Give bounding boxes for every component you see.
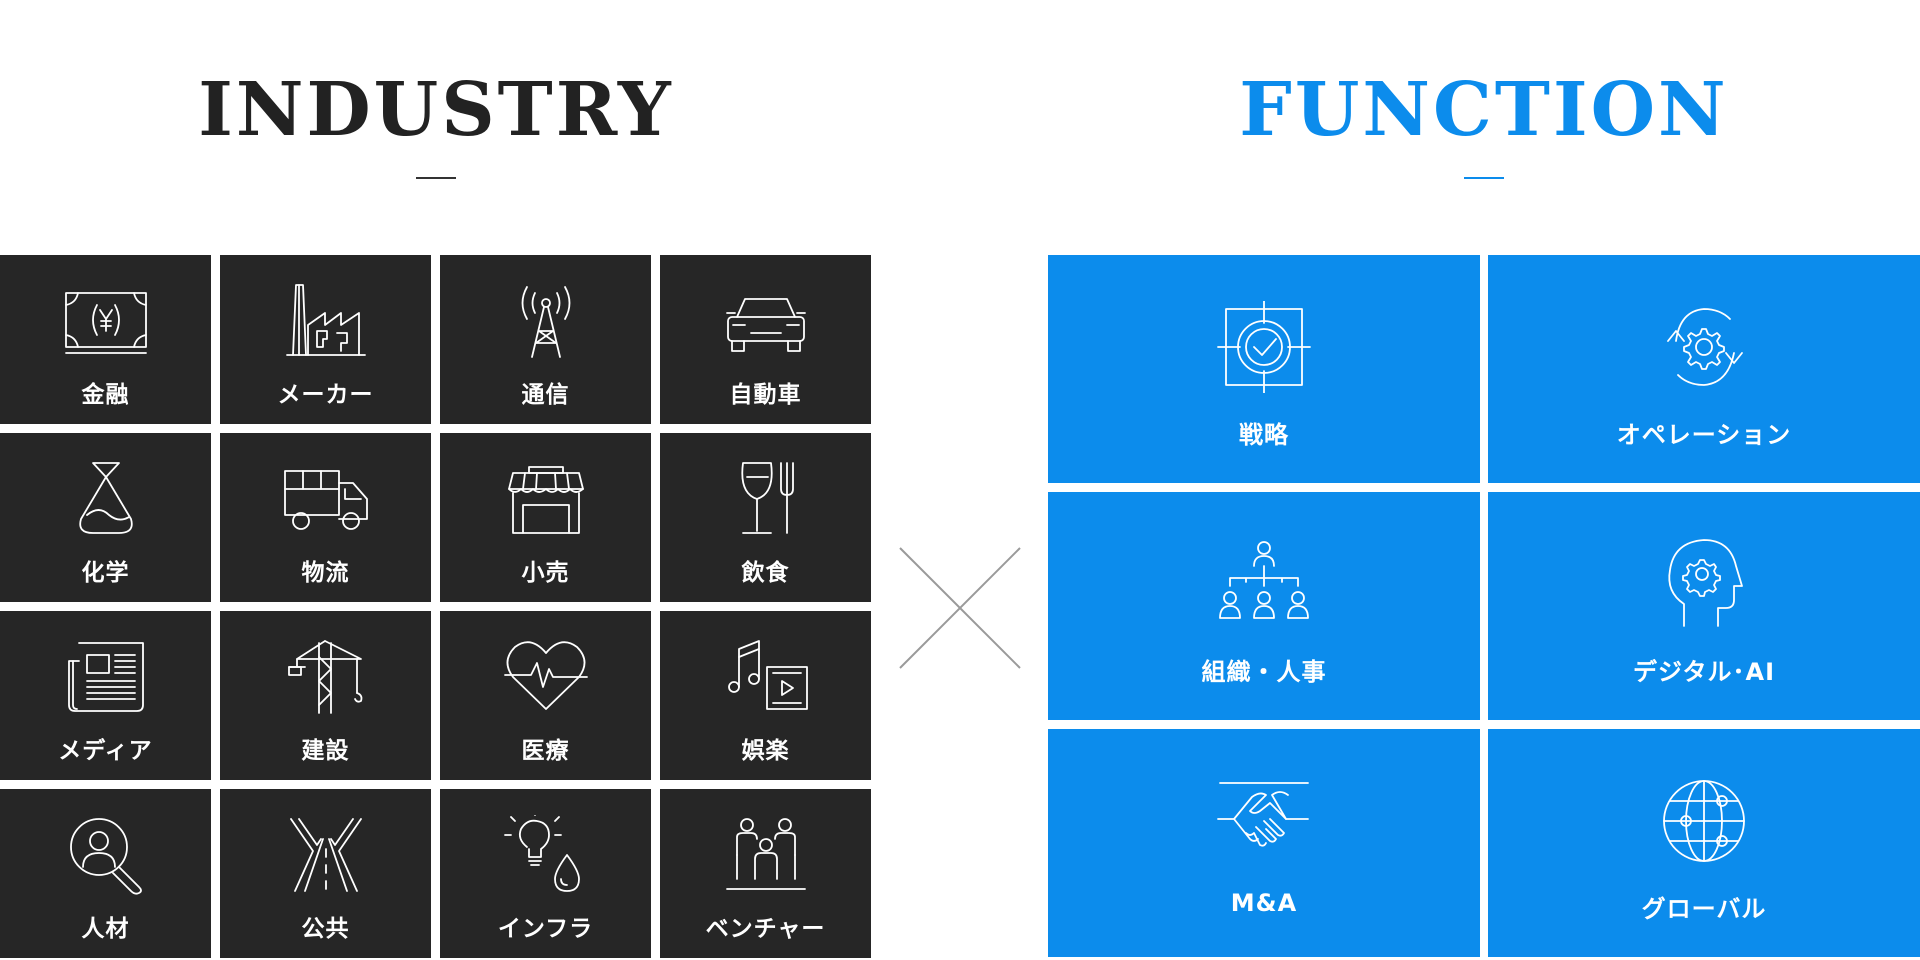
industry-tile-infrastructure[interactable]: インフラ	[440, 789, 651, 958]
industry-tile-retail[interactable]: 小売	[440, 433, 651, 602]
industry-tile-telecom[interactable]: 通信	[440, 255, 651, 424]
industry-tile-automotive[interactable]: 自動車	[660, 255, 871, 424]
org-chart-icon	[1216, 538, 1312, 630]
industry-tile-label: 医療	[521, 738, 570, 764]
function-grid: 戦略 オペレーション 組織・人事	[1048, 255, 1920, 960]
heartbeat-icon	[503, 637, 589, 717]
function-tile-label: 戦略	[1239, 421, 1289, 449]
gear-cycle-icon	[1656, 301, 1752, 393]
industry-heading: INDUSTRY	[198, 67, 674, 153]
function-tile-label: 組織・人事	[1201, 658, 1327, 686]
road-icon	[283, 815, 369, 895]
industry-tile-label: 飲食	[741, 560, 790, 586]
crane-icon	[283, 637, 369, 717]
industry-heading-underline	[416, 177, 456, 179]
function-heading-underline	[1464, 177, 1504, 179]
industry-tile-label: 建設	[301, 738, 350, 764]
industry-tile-public-sector[interactable]: 公共	[220, 789, 431, 958]
car-icon	[723, 281, 809, 361]
yen-banknote-icon	[63, 281, 149, 361]
industry-tile-media[interactable]: メディア	[0, 611, 211, 780]
handshake-icon	[1216, 775, 1312, 867]
antenna-tower-icon	[503, 281, 589, 361]
industry-tile-finance[interactable]: 金融	[0, 255, 211, 424]
industry-tile-construction[interactable]: 建設	[220, 611, 431, 780]
industry-tile-chemical[interactable]: 化学	[0, 433, 211, 602]
function-tile-operations[interactable]: オペレーション	[1488, 255, 1920, 483]
music-video-icon	[723, 637, 809, 717]
person-search-icon	[63, 815, 149, 895]
function-heading: FUNCTION	[1239, 67, 1729, 153]
industry-tile-venture[interactable]: ベンチャー	[660, 789, 871, 958]
industry-tile-label: ベンチャー	[705, 916, 826, 942]
cross-icon	[899, 547, 1021, 669]
industry-tile-label: 公共	[301, 916, 350, 942]
industry-tile-label: 化学	[81, 560, 130, 586]
storefront-icon	[503, 459, 589, 539]
function-tile-label: グローバル	[1641, 895, 1767, 923]
industry-tile-label: インフラ	[497, 916, 594, 942]
industry-tile-food-service[interactable]: 飲食	[660, 433, 871, 602]
industry-tile-label: 娯楽	[741, 738, 790, 764]
glass-fork-icon	[723, 459, 809, 539]
function-tile-digital-ai[interactable]: デジタル･AI	[1488, 492, 1920, 720]
globe-icon	[1656, 775, 1752, 867]
function-tile-m-and-a[interactable]: M&A	[1048, 729, 1480, 957]
industry-tile-healthcare[interactable]: 医療	[440, 611, 651, 780]
industry-tile-label: メーカー	[277, 382, 374, 408]
industry-tile-entertainment[interactable]: 娯楽	[660, 611, 871, 780]
bulb-water-icon	[503, 815, 589, 895]
target-check-icon	[1216, 301, 1312, 393]
head-gear-icon	[1656, 538, 1752, 630]
industry-tile-manufacturing[interactable]: メーカー	[220, 255, 431, 424]
truck-icon	[283, 459, 369, 539]
function-tile-organization-hr[interactable]: 組織・人事	[1048, 492, 1480, 720]
function-tile-global[interactable]: グローバル	[1488, 729, 1920, 957]
industry-tile-label: 自動車	[729, 382, 802, 408]
factory-icon	[283, 281, 369, 361]
industry-tile-logistics[interactable]: 物流	[220, 433, 431, 602]
team-icon	[723, 815, 809, 895]
function-tile-strategy[interactable]: 戦略	[1048, 255, 1480, 483]
industry-tile-label: メディア	[58, 738, 153, 764]
industry-grid: 金融 メーカー 通信	[0, 255, 872, 960]
function-tile-label: オペレーション	[1616, 421, 1792, 449]
flask-icon	[63, 459, 149, 539]
industry-tile-label: 通信	[521, 382, 570, 408]
industry-tile-label: 人材	[81, 916, 130, 942]
newspaper-icon	[63, 637, 149, 717]
industry-tile-label: 小売	[521, 560, 570, 586]
function-tile-label: M&A	[1230, 889, 1298, 917]
industry-tile-label: 物流	[301, 560, 350, 586]
function-tile-label: デジタル･AI	[1632, 658, 1776, 686]
industry-tile-label: 金融	[81, 382, 130, 408]
industry-tile-human-resources[interactable]: 人材	[0, 789, 211, 958]
